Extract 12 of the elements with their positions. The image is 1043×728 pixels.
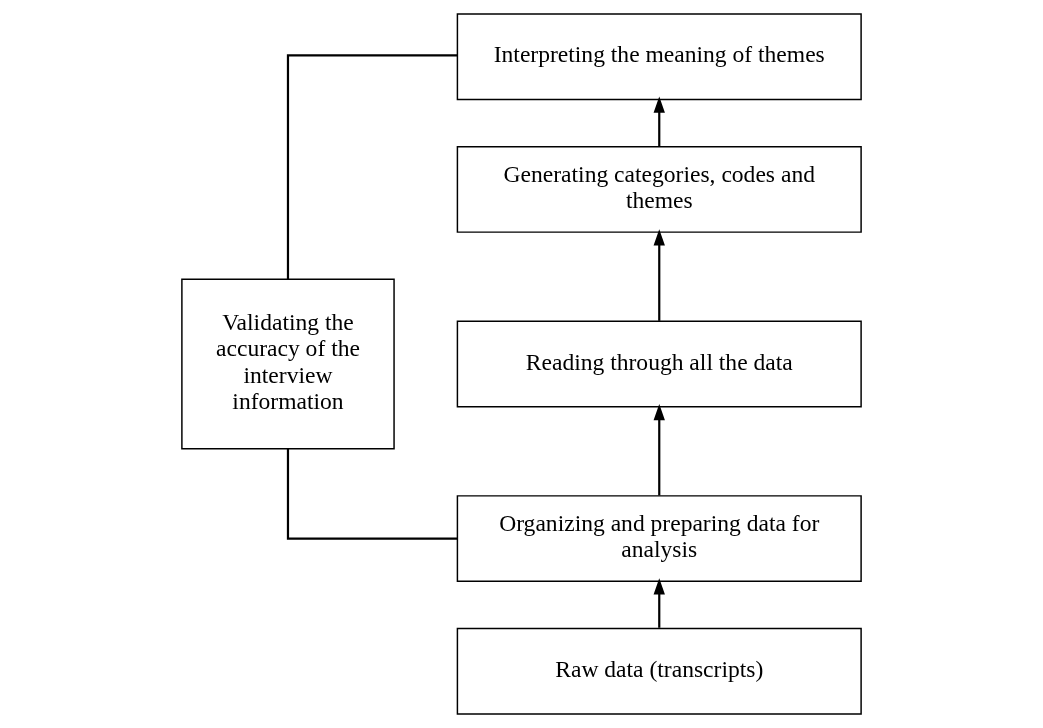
node-box: Reading through all the data (456, 320, 862, 408)
arrow (653, 403, 665, 496)
node-box: Organizing and preparing data for analysis (456, 495, 862, 583)
connector (286, 54, 458, 280)
node-box: Validating the accuracy of the interview information (181, 278, 395, 450)
node-box: Generating categories, codes and themes (456, 145, 862, 233)
arrow (653, 229, 665, 321)
node-box: Raw data (transcripts) (456, 627, 862, 715)
node-box: Interpreting the meaning of themes (456, 13, 862, 101)
connector (286, 448, 458, 540)
arrow (653, 578, 665, 628)
arrow (653, 96, 665, 146)
